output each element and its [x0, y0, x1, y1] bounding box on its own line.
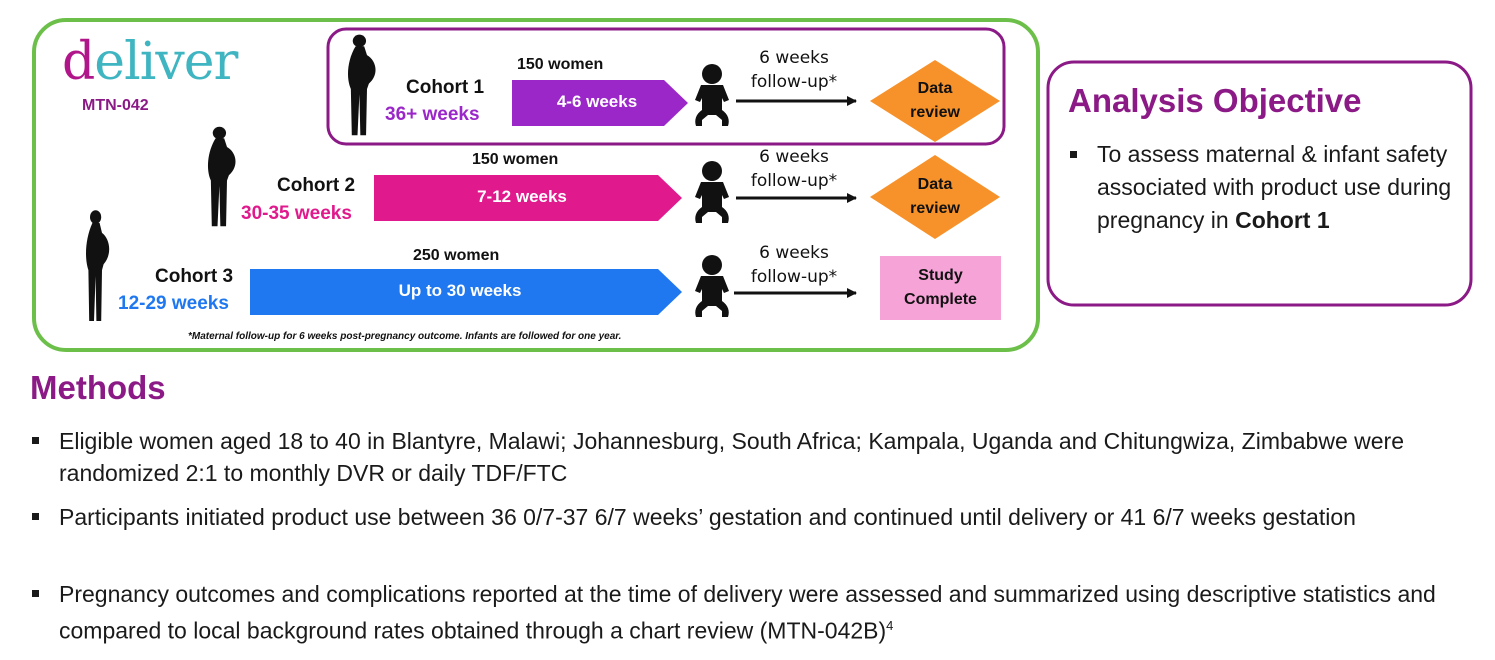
cohort-3-sample-size: 250 women — [413, 247, 500, 264]
cohort-1-duration-arrow — [512, 80, 688, 126]
cohort-1-duration-label: 4-6 weeks — [556, 92, 638, 111]
methods-title: Methods — [30, 369, 166, 406]
methods-item: Pregnancy outcomes and complications rep… — [30, 578, 1450, 647]
cohort-1-name: Cohort 1 — [406, 77, 485, 98]
cohort-2-gestation: 30-35 weeks — [241, 203, 352, 224]
bullet-icon — [1070, 151, 1077, 158]
pregnant-woman-icon — [208, 126, 236, 227]
infant-icon — [695, 161, 729, 223]
cohort-1-highlight-box — [326, 27, 1006, 146]
analysis-objective-box — [1046, 60, 1473, 307]
study-id-label: MTN-042 — [82, 97, 149, 114]
bullet-icon — [32, 437, 39, 444]
diagram-footnote: *Maternal follow-up for 6 weeks post-pre… — [188, 331, 622, 342]
infant-icon — [695, 255, 729, 317]
pregnant-woman-icon — [86, 210, 110, 322]
study-design-frame — [32, 18, 1040, 352]
cohort-3-name: Cohort 3 — [155, 266, 234, 287]
cohort-2-duration-arrow — [374, 175, 682, 221]
analysis-objective-title: Analysis Objective — [1068, 82, 1362, 119]
cohort-1-gestation: 36+ weeks — [385, 104, 480, 125]
analysis-objective-bullet: To assess maternal & infant safety assoc… — [1070, 138, 1462, 237]
cohort-2-sample-size: 150 women — [472, 151, 559, 168]
pregnant-woman-icon — [348, 34, 376, 136]
cohort-3-duration-arrow — [250, 269, 682, 315]
infant-icon — [695, 64, 729, 126]
cohort-1-data-review-diamond — [870, 60, 1000, 142]
cohort-2-name: Cohort 2 — [277, 175, 356, 196]
cohort-3-gestation: 12-29 weeks — [118, 293, 229, 314]
methods-item: Participants initiated product use betwe… — [30, 501, 1450, 533]
methods-item: Eligible women aged 18 to 40 in Blantyre… — [30, 425, 1450, 489]
bullet-icon — [32, 513, 39, 520]
cohort-2-duration-label: 7-12 weeks — [477, 187, 567, 206]
cohort-2-data-review-diamond — [870, 155, 1000, 239]
cohort-1-sample-size: 150 women — [517, 56, 604, 73]
bullet-icon — [32, 590, 39, 597]
cohort-3-duration-label: Up to 30 weeks — [398, 281, 522, 300]
cohort-3-study-complete-box — [880, 256, 1001, 320]
deliver-logo: deliver — [62, 32, 238, 92]
